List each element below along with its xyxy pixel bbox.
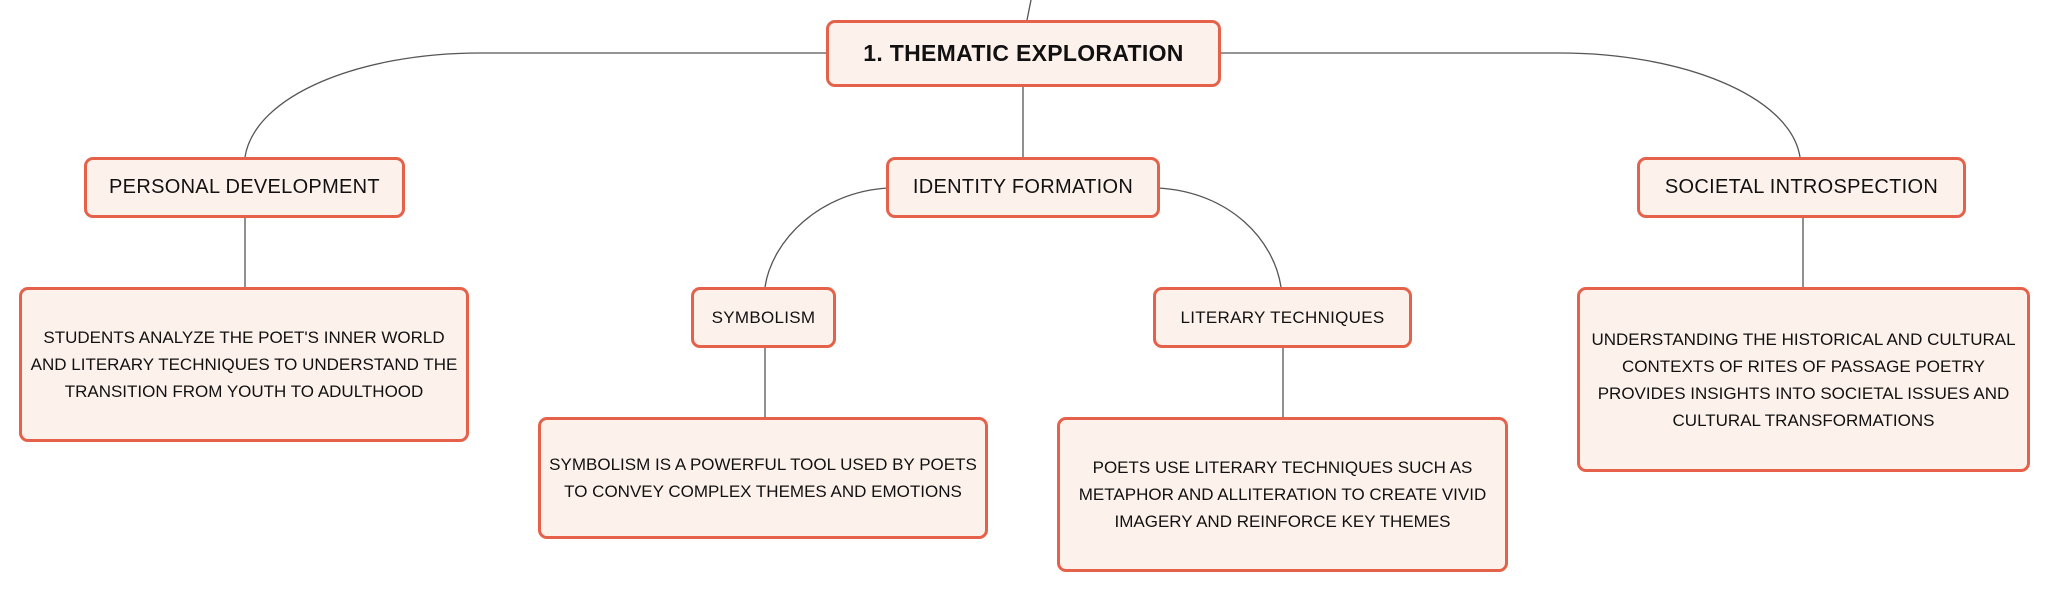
connector-root-personal-development [244, 52, 826, 158]
topic-node-label: PERSONAL DEVELOPMENT [109, 176, 380, 198]
detail-node-symbolism[interactable]: SYMBOLISM IS A POWERFUL TOOL USED BY POE… [538, 417, 988, 539]
subtopic-node-literary-techniques[interactable]: LITERARY TECHNIQUES [1153, 287, 1412, 348]
detail-node-text: SYMBOLISM IS A POWERFUL TOOL USED BY POE… [549, 455, 977, 501]
topic-node-personal-development[interactable]: PERSONAL DEVELOPMENT [84, 157, 405, 218]
detail-node-literary-techniques[interactable]: POETS USE LITERARY TECHNIQUES SUCH AS ME… [1057, 417, 1508, 572]
topic-node-label: IDENTITY FORMATION [912, 176, 1134, 198]
topic-node-societal-introspection[interactable]: SOCIETAL INTROSPECTION [1637, 157, 1966, 218]
connector-incoming [1026, 0, 1032, 21]
detail-node-personal-development[interactable]: STUDENTS ANALYZE THE POET'S INNER WORLD … [19, 287, 469, 442]
detail-node-text: UNDERSTANDING THE HISTORICAL AND CULTURA… [1591, 329, 2016, 430]
detail-node-text: STUDENTS ANALYZE THE POET'S INNER WORLD … [30, 328, 458, 401]
connector-root-societal-introspection [1220, 52, 1801, 158]
topic-node-label: SOCIETAL INTROSPECTION [1664, 176, 1939, 198]
detail-node-societal-introspection[interactable]: UNDERSTANDING THE HISTORICAL AND CULTURA… [1577, 287, 2030, 472]
root-node-label: 1. THEMATIC EXPLORATION [863, 40, 1184, 66]
detail-node-text: POETS USE LITERARY TECHNIQUES SUCH AS ME… [1078, 458, 1487, 531]
connector-identity-symbolism [764, 187, 889, 288]
subtopic-node-label: SYMBOLISM [711, 307, 816, 327]
subtopic-node-symbolism[interactable]: SYMBOLISM [691, 287, 836, 348]
root-node[interactable]: 1. THEMATIC EXPLORATION [826, 20, 1221, 87]
subtopic-node-label: LITERARY TECHNIQUES [1180, 307, 1385, 327]
connector-identity-literary-techniques [1157, 187, 1282, 288]
topic-node-identity-formation[interactable]: IDENTITY FORMATION [886, 157, 1160, 218]
